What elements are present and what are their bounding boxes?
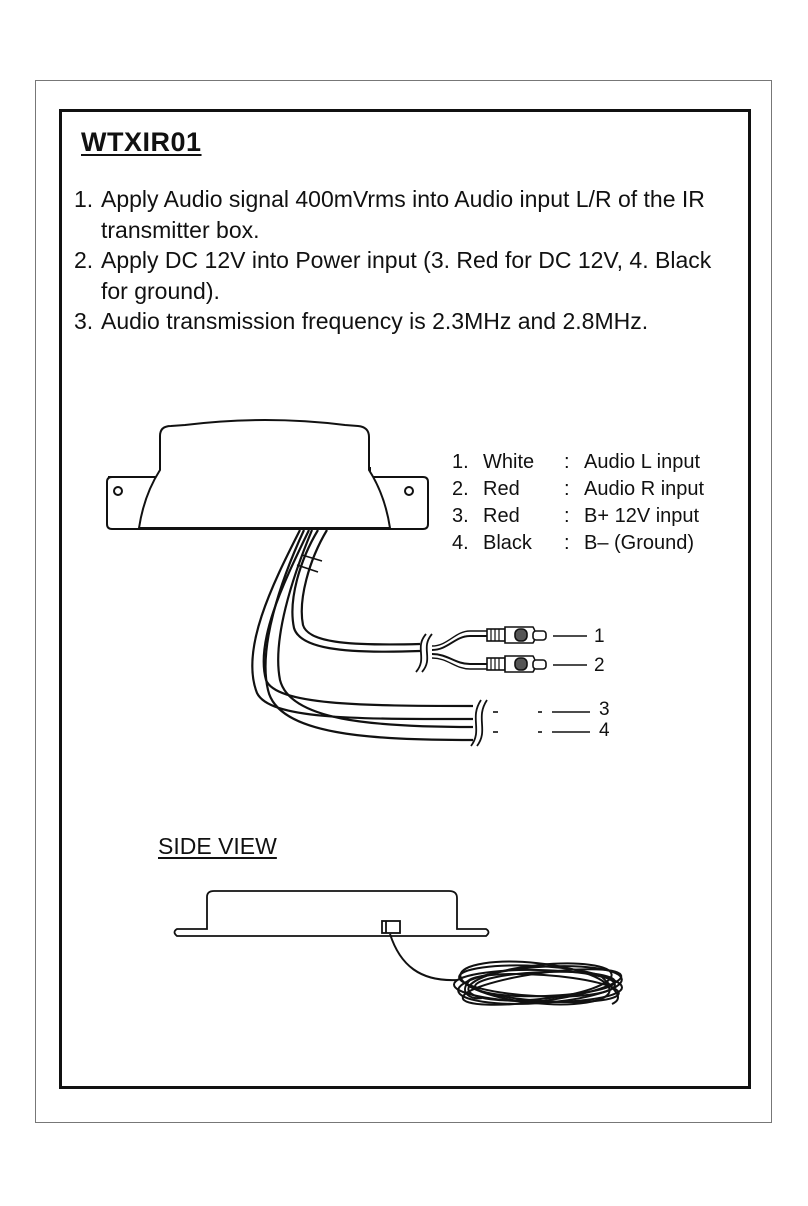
legend-number: 2. [452, 478, 469, 500]
wire-label-3: 3 [599, 699, 610, 720]
coiled-cable [389, 933, 623, 1006]
model-title: WTXIR01 [81, 127, 202, 157]
legend-description: B– (Ground) [584, 532, 695, 554]
wire-label-1: 1 [594, 626, 605, 647]
wire-label-2: 2 [594, 655, 605, 676]
instruction-step: 2. Apply DC 12V into Power input (3. Red… [74, 245, 734, 306]
step-number: 3. [74, 308, 94, 334]
wire-legend: 1. White : Audio L input 2. Red : Audio … [452, 449, 704, 557]
wire-leaders [493, 635, 590, 733]
instruction-list: 1. Apply Audio signal 400mVrms into Audi… [74, 184, 734, 337]
legend-color: Red [483, 478, 520, 500]
legend-number: 1. [452, 451, 469, 473]
step-number: 2. [74, 247, 94, 273]
rca-connector-1 [486, 626, 547, 644]
legend-colon: : [564, 532, 570, 554]
legend-color: White [483, 451, 535, 473]
content-border [59, 109, 751, 1089]
transmitter-box-side-view [173, 890, 490, 937]
step-text: Audio transmission frequency is 2.3MHz a… [101, 308, 649, 334]
cable-break-marks [415, 633, 488, 747]
legend-number: 3. [452, 505, 469, 527]
wire-label-4: 4 [599, 720, 610, 741]
instruction-step: 1. Apply Audio signal 400mVrms into Audi… [74, 184, 734, 245]
legend-row: 4. Black : B– (Ground) [452, 530, 704, 557]
step-text: Apply Audio signal 400mVrms into Audio i… [101, 186, 705, 243]
legend-description: Audio R input [584, 478, 705, 500]
rca-wires [431, 630, 487, 670]
legend-color: Black [483, 532, 532, 554]
instruction-step: 3. Audio transmission frequency is 2.3MH… [74, 306, 734, 337]
cable-bundle [251, 529, 474, 742]
legend-row: 3. Red : B+ 12V input [452, 503, 704, 530]
legend-row: 2. Red : Audio R input [452, 476, 704, 503]
legend-colon: : [564, 505, 570, 527]
legend-description: B+ 12V input [584, 505, 700, 527]
legend-number: 4. [452, 532, 469, 554]
step-number: 1. [74, 186, 94, 212]
legend-color: Red [483, 505, 520, 527]
page-frame [35, 80, 772, 1123]
legend-row: 1. White : Audio L input [452, 449, 704, 476]
rca-connector-2 [486, 655, 547, 673]
legend-colon: : [564, 451, 570, 473]
step-text: Apply DC 12V into Power input (3. Red fo… [101, 247, 712, 304]
legend-description: Audio L input [584, 451, 701, 473]
side-view-label: SIDE VIEW [158, 833, 277, 859]
legend-colon: : [564, 478, 570, 500]
transmitter-box-top-view [106, 419, 429, 530]
